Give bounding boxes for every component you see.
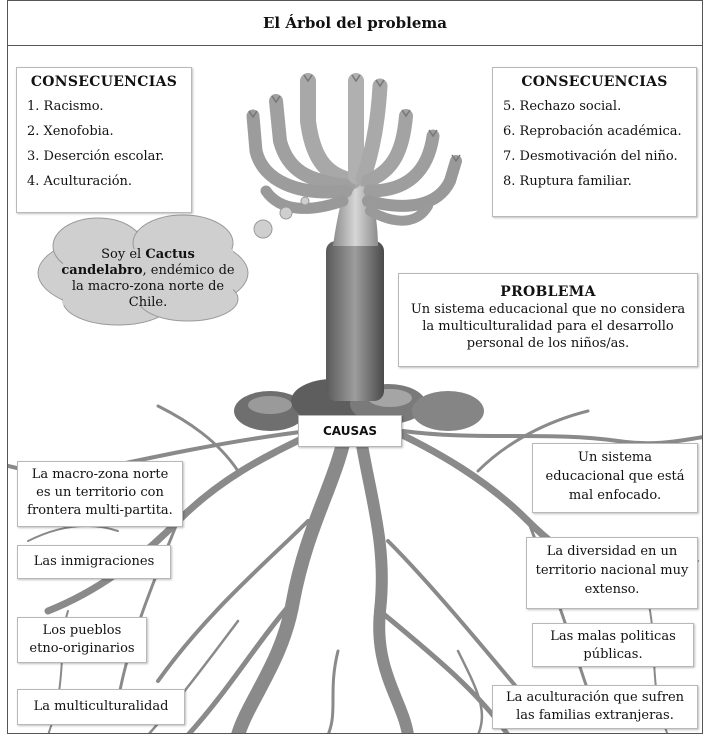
cause-right-4: La aculturación que sufren las familias … (492, 685, 698, 729)
consequences-right-list: 5. Rechazo social. 6. Reprobación académ… (503, 94, 686, 194)
list-item: 7. Desmotivación del niño. (503, 149, 678, 164)
consequences-right-box: CONSECUENCIAS 5. Rechazo social. 6. Repr… (492, 67, 697, 217)
cactus-trunk (326, 241, 384, 401)
cactus-arms (246, 73, 462, 226)
problem-text: Un sistema educacional que no considera … (410, 302, 686, 351)
consequences-right-heading: CONSECUENCIAS (521, 74, 668, 90)
cause-left-2: Las inmigraciones (17, 545, 171, 579)
diagram-frame: El Árbol del problema CONSECUENCIAS 1. R… (7, 0, 703, 734)
cause-right-1: Un sistema educacional que está mal enfo… (532, 443, 698, 513)
cactus-spines (248, 74, 461, 163)
cloud-fill (63, 249, 233, 305)
causes-label: CAUSAS (298, 415, 402, 447)
list-item: 5. Rechazo social. (503, 99, 622, 114)
list-item: 6. Reprobación académica. (503, 124, 682, 139)
problem-heading: PROBLEMA (500, 284, 596, 300)
diagram-title: El Árbol del problema (8, 1, 702, 46)
consequences-left-list: 1. Racismo. 2. Xenofobia. 3. Deserción e… (27, 94, 181, 194)
cause-left-3: Los pueblos etno-originarios (17, 617, 147, 663)
speech-bold: Cactus candelabro (61, 247, 195, 278)
rocks (234, 379, 484, 431)
consequences-left-box: CONSECUENCIAS 1. Racismo. 2. Xenofobia. … (16, 67, 192, 213)
problem-box: PROBLEMA Un sistema educacional que no c… (398, 273, 698, 367)
cause-right-3: Las malas politicas públicas. (532, 623, 694, 667)
list-item: 8. Ruptura familiar. (503, 174, 632, 189)
list-item: 3. Deserción escolar. (27, 149, 165, 164)
cause-left-4: La multiculturalidad (17, 689, 185, 725)
list-item: 1. Racismo. (27, 99, 104, 114)
speech-after: , endémico de la macro-zona norte de Chi… (71, 263, 235, 310)
speech-before: Soy el (101, 247, 146, 262)
consequences-left-heading: CONSECUENCIAS (30, 74, 178, 90)
list-item: 2. Xenofobia. (27, 124, 114, 139)
cause-left-1: La macro-zona norte es un territorio con… (17, 461, 183, 527)
speech-text: Soy el Cactus candelabro, endémico de la… (58, 247, 238, 311)
list-item: 4. Aculturación. (27, 174, 133, 189)
cause-right-2: La diversidad en un territorio nacional … (526, 537, 698, 609)
